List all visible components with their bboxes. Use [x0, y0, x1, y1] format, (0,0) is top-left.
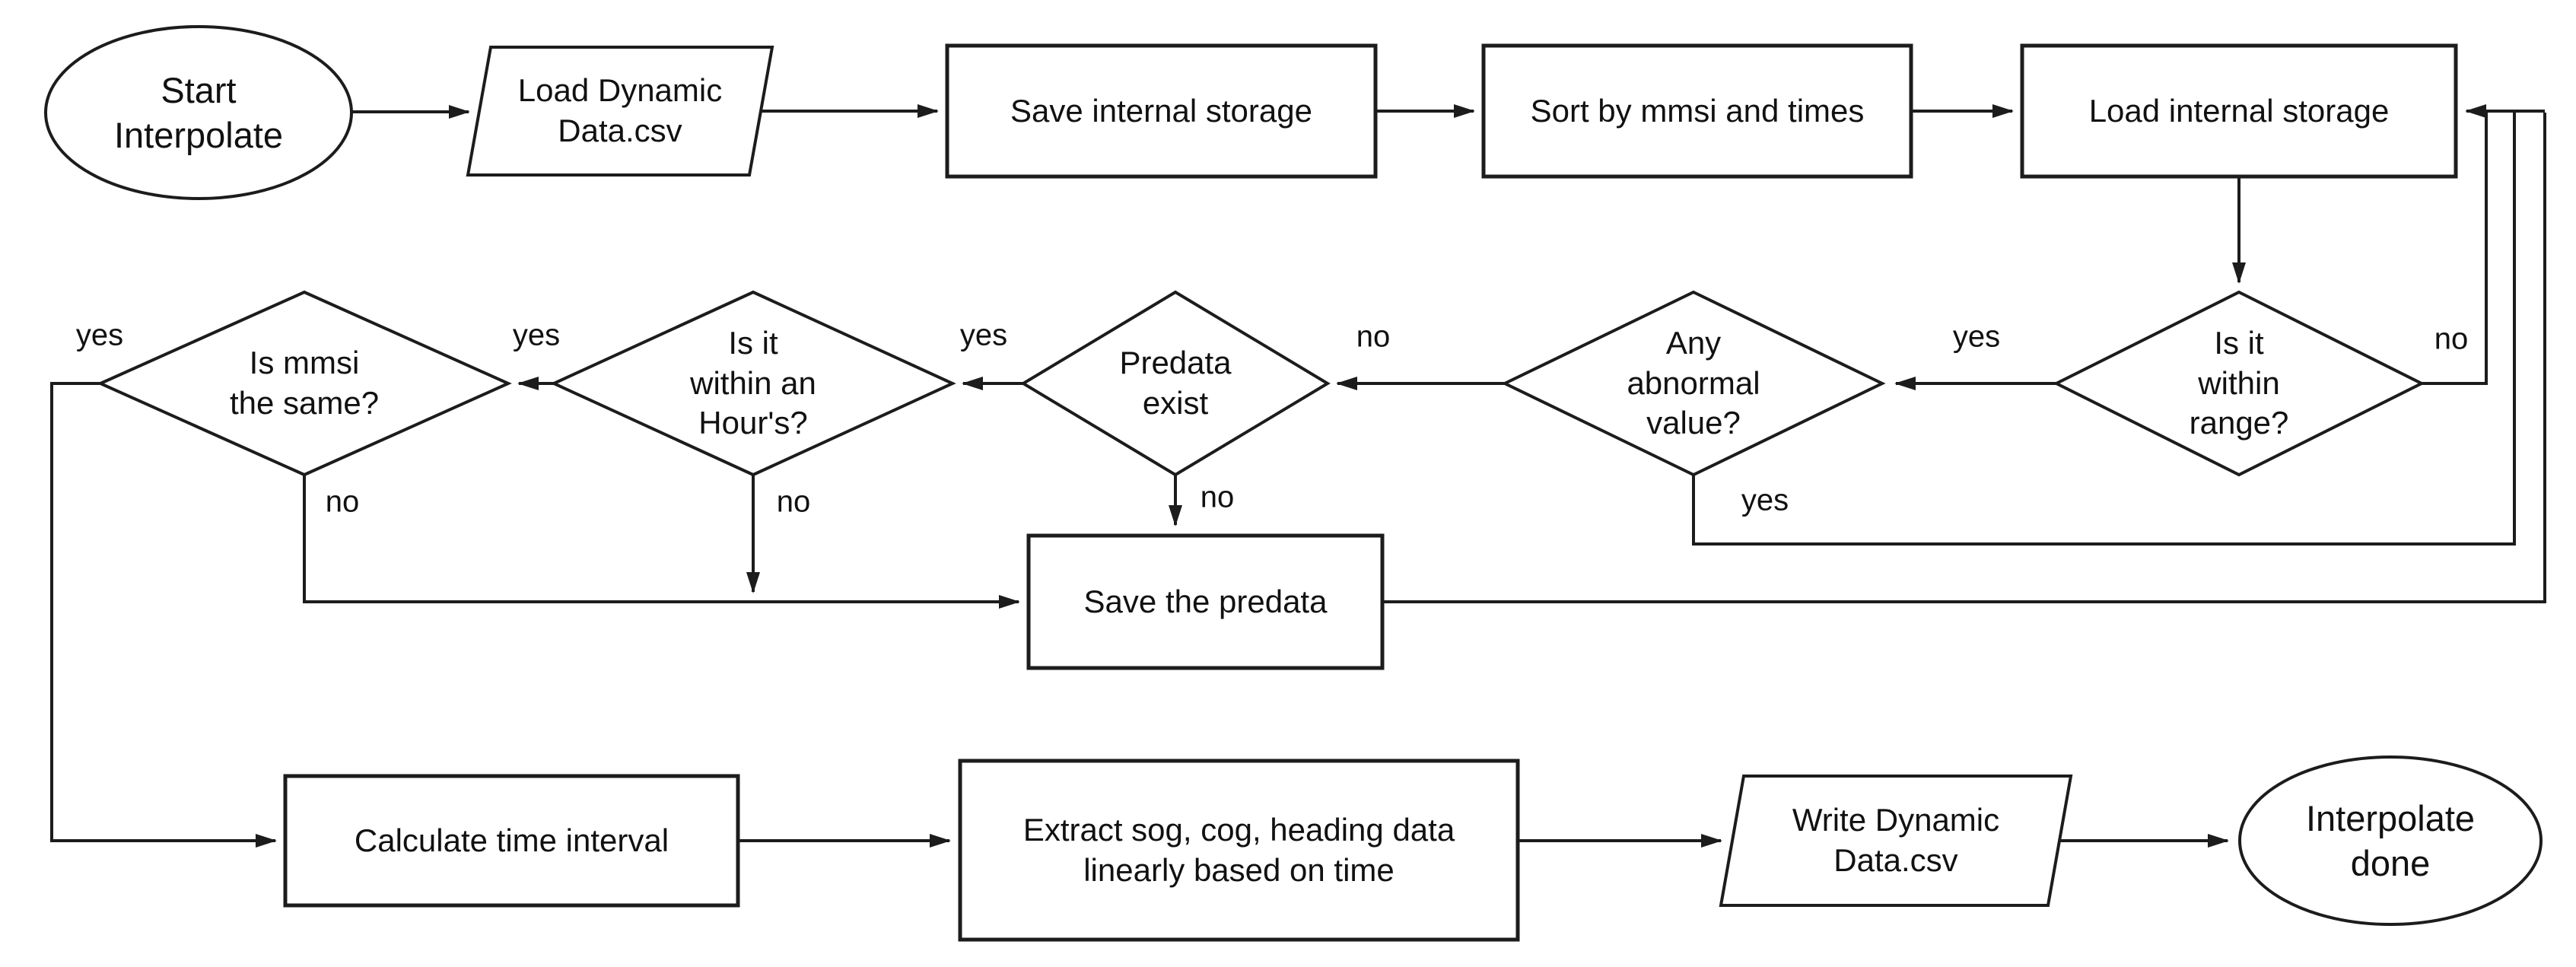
mmsi-same-decision-shape	[97, 290, 512, 477]
extract-process-shape	[958, 759, 1520, 942]
calc-interval-process-shape	[283, 774, 740, 908]
edge-mmsi-yes-to-calc-interval	[50, 382, 277, 848]
abnormal-value-decision-shape	[1501, 290, 1886, 477]
done-terminator-shape	[2238, 755, 2543, 926]
write-csv-io-shape	[1719, 775, 2073, 907]
node-shapes	[44, 25, 2543, 942]
load-internal-process-shape	[2020, 43, 2458, 179]
within-range-decision-shape	[2053, 290, 2425, 477]
sort-mmsi-process-shape	[1481, 43, 1913, 179]
load-csv-io-shape	[466, 46, 774, 177]
edge-within-range-no-return	[2422, 113, 2488, 385]
edge-save-predata-return	[1382, 113, 2546, 603]
save-internal-process-shape	[945, 43, 1378, 179]
edge-mmsi-no-to-save-predata	[303, 475, 1020, 609]
edges	[50, 104, 2546, 848]
edge-abnormal-yes-return	[1692, 113, 2516, 546]
predata-exist-decision-shape	[1020, 290, 1331, 477]
start-terminator-shape	[44, 25, 353, 200]
save-predata-process-shape	[1026, 533, 1385, 670]
within-hour-decision-shape	[550, 290, 956, 477]
